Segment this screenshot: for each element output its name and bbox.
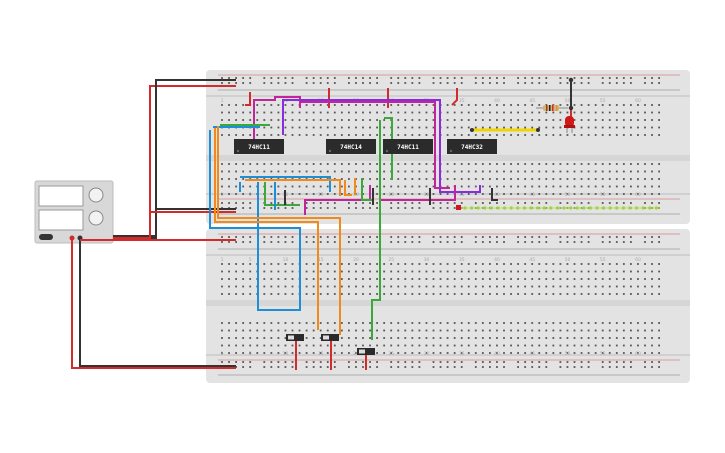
slide-switch-2[interactable] [321,334,339,341]
column-number: 40 [494,257,500,263]
lit-hole [529,206,533,210]
column-number: 25 [388,257,394,263]
lit-hole [476,206,480,210]
lit-hole [503,206,507,210]
column-number: 25 [388,351,394,357]
column-number: 15 [318,351,324,357]
wire-endpoints [470,77,574,132]
supply-wires [71,79,236,369]
lit-hole [608,206,612,210]
chip-label: 74HC14 [340,144,362,151]
lit-hole [516,206,520,210]
chip-label: 74HC11 [397,144,419,151]
column-number: 5 [249,192,252,198]
column-number: 35 [459,98,465,104]
column-number: 10 [283,351,289,357]
column-number: 50 [565,351,571,357]
lit-hole [496,206,500,210]
column-number: 55 [600,351,606,357]
resistor[interactable] [536,105,568,111]
column-number: 25 [388,192,394,198]
column-number: 60 [635,351,641,357]
column-number: 35 [459,192,465,198]
chip-74hc11-b[interactable]: 74HC11 [383,139,433,154]
slide-switch-3[interactable] [357,348,375,355]
lit-hole [483,206,487,210]
lit-hole [641,206,645,210]
column-number: 40 [494,351,500,357]
power-supply[interactable] [34,180,114,244]
red-led[interactable] [564,116,575,133]
column-number: 30 [424,192,430,198]
lit-hole [549,206,553,210]
column-number: 20 [353,257,359,263]
lit-rail-segment [460,206,660,210]
lit-hole [536,206,540,210]
voltage-knob[interactable] [88,187,104,203]
column-number: 55 [600,98,606,104]
column-number: 60 [635,98,641,104]
chip-74hc14[interactable]: 74HC14 [326,139,376,154]
column-number: 45 [529,351,535,357]
column-number: 15 [318,257,324,263]
lit-hole [621,206,626,210]
lit-hole [470,206,474,210]
lit-hole [555,206,560,210]
column-number: 55 [600,192,606,198]
column-number: 15 [318,192,324,198]
column-number: 20 [353,351,359,357]
column-number: 10 [283,257,289,263]
column-number: 5 [249,257,252,263]
column-number: 1 [221,351,224,357]
lit-hole [654,206,659,210]
column-number: 40 [494,98,500,104]
chip-74hc11-a[interactable]: 74HC11 [234,139,284,154]
rail-marker [456,205,461,210]
column-number: 1 [221,192,224,198]
column-number: 1 [221,98,224,104]
column-number: 30 [424,257,430,263]
column-number: 20 [353,192,359,198]
lit-hole [522,206,527,210]
lit-hole [635,206,639,210]
chip-label: 74HC32 [461,144,483,151]
column-number: 55 [600,257,606,263]
lit-hole [582,206,586,210]
column-number: 30 [424,351,430,357]
signal-wires [209,80,572,370]
column-number: 45 [529,257,535,263]
lit-hole [542,206,546,210]
lit-hole [628,206,632,210]
chip-label: 74HC11 [248,144,270,151]
column-number: 40 [494,192,500,198]
lit-hole [575,206,579,210]
lit-hole [489,206,493,210]
lit-hole [595,206,599,210]
column-number: 60 [635,257,641,263]
lit-hole [602,206,606,210]
lit-hole [463,206,467,210]
column-number: 45 [529,192,535,198]
column-number: 35 [459,257,465,263]
lit-hole [569,206,573,210]
column-number: 45 [529,98,535,104]
lit-hole [588,206,593,210]
current-knob[interactable] [88,210,104,226]
column-number: 50 [565,98,571,104]
lower-column-numbers: 1155101015152020252530303535404045455050… [221,257,641,357]
chip-74hc32[interactable]: 74HC32 [447,139,497,154]
lit-hole [562,206,566,210]
column-number: 50 [565,192,571,198]
column-number: 35 [459,351,465,357]
column-number: 60 [635,192,641,198]
slide-switch-1[interactable] [286,334,304,341]
lit-hole [615,206,619,210]
column-number: 1 [221,257,224,263]
column-number: 5 [249,351,252,357]
power-switch[interactable] [39,234,53,240]
lit-hole [648,206,652,210]
lit-hole [509,206,513,210]
column-number: 50 [565,257,571,263]
